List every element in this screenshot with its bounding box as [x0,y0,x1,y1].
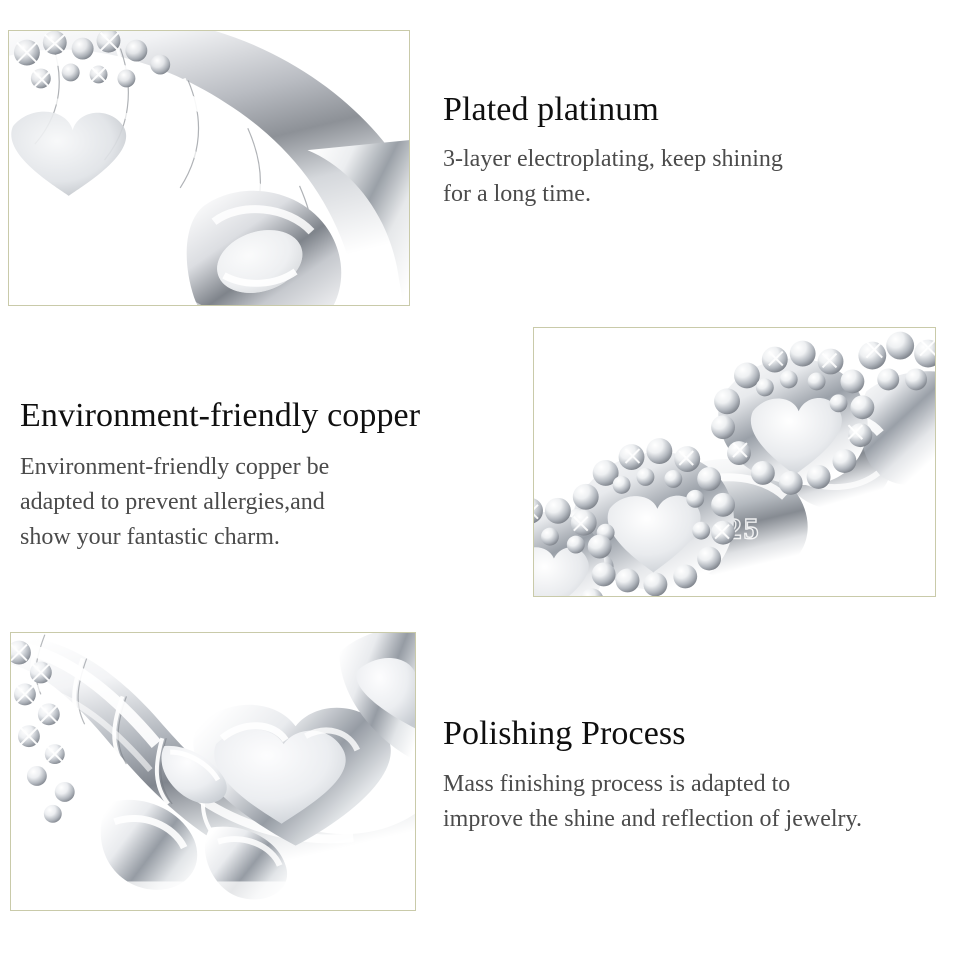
polished-teardrop-opening [161,745,227,804]
feature-body-polishing-process: Mass finishing process is adapted to imp… [443,767,862,837]
beaded-cluster-far-right [858,331,935,391]
feature-text-plated-platinum: Plated platinum 3-layer electroplating, … [443,90,783,212]
feature-image-environment-friendly-copper: S925 [533,327,936,597]
feature-body-environment-friendly-copper: Environment-friendly copper be adapted t… [20,450,420,555]
ring-lobe-lower-right [204,826,288,900]
ring-photo-polished-hearts [11,633,415,910]
feature-heading-plated-platinum: Plated platinum [443,91,659,128]
feature-heading-environment-friendly-copper: Environment-friendly copper [20,397,421,434]
polished-heart-link-right-edge [339,633,415,761]
ring-photo-plated [9,31,409,305]
body-line: improve the shine and reflection of jewe… [443,806,862,832]
ring-link-right-2 [860,371,935,486]
body-line: adapted to prevent allergies,and [20,489,325,515]
body-line: show your fantastic charm. [20,524,280,550]
body-line: Environment-friendly copper be [20,454,330,480]
polished-heart-link-center [193,704,391,846]
pave-texture-region [11,640,75,823]
body-line: for a long time. [443,181,591,207]
ring-band-right [307,140,409,305]
ring-band-upper [9,31,409,305]
beaded-heart-link-left [534,497,616,596]
body-line: Mass finishing process is adapted to [443,771,791,797]
feature-image-polishing-process [10,632,416,911]
feature-image-plated-platinum [8,30,410,306]
pave-stone-cluster [13,31,171,90]
ring-closeup-plated-surface-icon [9,31,409,305]
ring-photo-beaded-hearts: S925 [534,328,935,596]
feature-body-plated-platinum: 3-layer electroplating, keep shining for… [443,142,783,212]
body-line: 3-layer electroplating, keep shining [443,146,783,172]
feature-heading-polishing-process: Polishing Process [443,715,686,752]
ring-closeup-beaded-hearts-hallmark-icon: S925 [534,328,935,596]
feature-text-polishing-process: Polishing Process Mass finishing process… [443,714,862,837]
beaded-heart-link-upper-right [711,340,875,495]
feature-text-environment-friendly-copper: Environment-friendly copper Environment-… [20,396,420,555]
ring-closeup-polished-heart-links-icon [11,633,415,910]
heart-opening [11,111,127,196]
